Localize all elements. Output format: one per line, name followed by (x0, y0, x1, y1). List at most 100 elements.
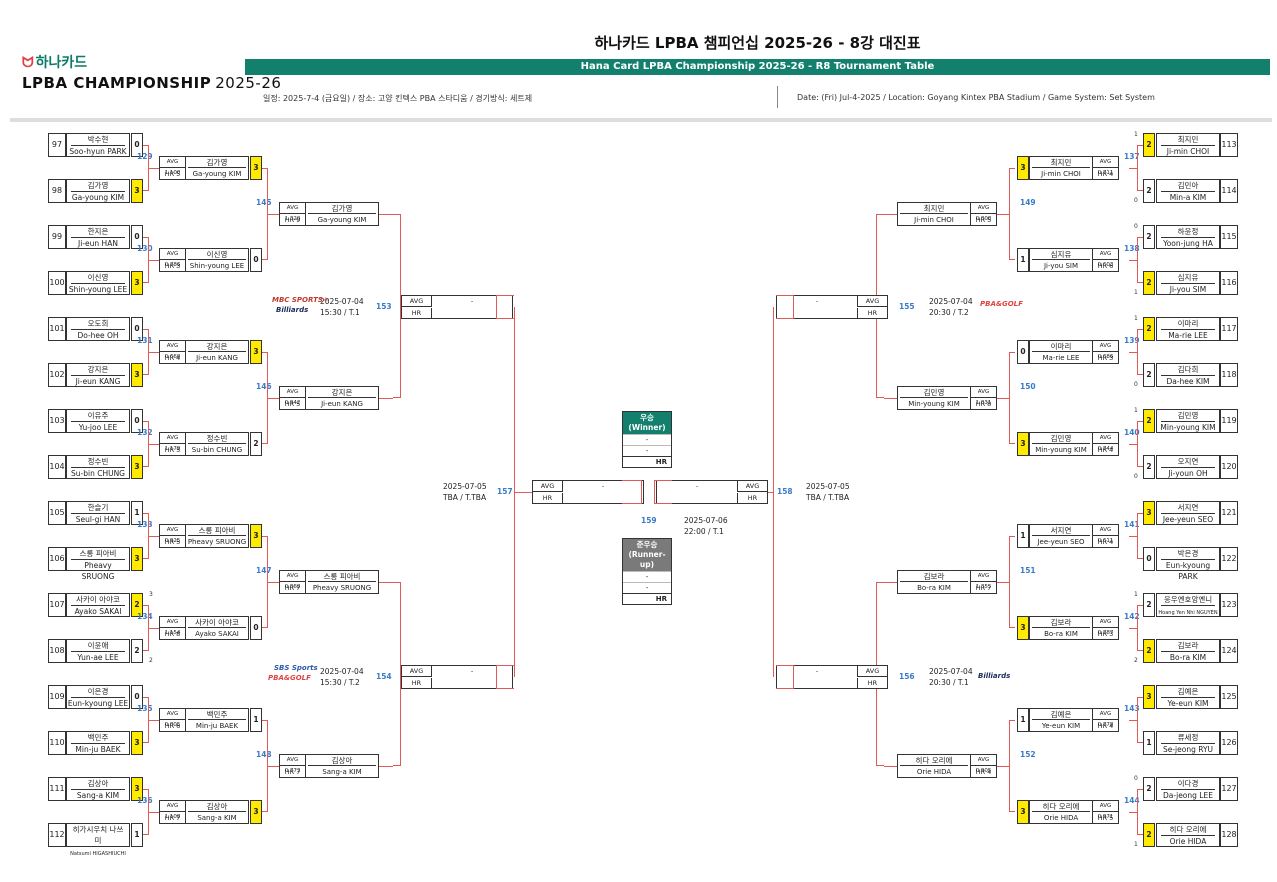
match-number: 158 (777, 487, 793, 496)
match-number: 140 (1124, 428, 1140, 437)
match-number: 149 (1020, 198, 1036, 207)
player-name-korean: 오지연 (1161, 456, 1215, 468)
player-seed: 118 (1220, 363, 1238, 387)
player-seed: 106 (48, 547, 66, 571)
bracket-wire (776, 295, 794, 319)
player-name-english: Jee-yeun SEO (1162, 515, 1214, 524)
bracket-wire (149, 352, 159, 353)
winner-name-english: Pheavy SRUONG (312, 584, 372, 592)
match-number: 159 (641, 516, 657, 525)
average-value: AVG 0.744 (1092, 433, 1118, 452)
bracket-wire (1137, 789, 1143, 835)
bracket-wire (262, 168, 268, 260)
player-name-korean: 류세정 (1161, 732, 1215, 744)
bracket-wire (393, 582, 401, 766)
bracket-wire (1137, 329, 1143, 375)
side-score: 1 (1134, 315, 1138, 322)
broadcaster-billiards-tv: Billiards (978, 672, 1011, 680)
bracket-wire (884, 582, 897, 583)
player-name-korean: 하윤정 (1161, 226, 1215, 238)
bracket-wire (149, 168, 159, 169)
player-name-korean: 김보라 (1161, 640, 1215, 652)
bracket-wire (149, 260, 159, 261)
player-name-english: Yun-ae LEE (77, 653, 119, 662)
player-score: 2 (1143, 271, 1155, 295)
average-value: AVG 1.100 (160, 157, 186, 176)
player-seed: 97 (48, 133, 66, 157)
winner-name-english: Ji-min CHOI (1041, 170, 1081, 178)
match-number: 131 (137, 336, 153, 345)
round32-score: 0 (250, 616, 262, 640)
average-value: AVG 0.868 (280, 571, 306, 590)
match-number: 157 (497, 487, 513, 496)
side-score: 1 (1134, 131, 1138, 138)
player-name-korean: 박은경 (1161, 548, 1215, 560)
bracket-wire (143, 145, 149, 191)
player-seed: 127 (1220, 777, 1238, 801)
high-run-value: HR 3 (160, 260, 186, 272)
player-name-english: Seul-gi HAN (75, 515, 121, 524)
bracket-wire (1137, 697, 1143, 743)
player-score: 3 (131, 363, 143, 387)
player-name-korean: 히가시우치 나쓰미 (71, 825, 125, 847)
round32-score: 3 (1017, 800, 1029, 824)
match-number: 152 (1020, 750, 1036, 759)
player-score: 3 (1143, 501, 1155, 525)
broadcaster-billiards-tv: Billiards (276, 306, 309, 314)
average-value: - (601, 482, 605, 490)
avg-label: AVG (402, 296, 432, 307)
winner-name-korean: 스롱 피아비 (188, 525, 246, 536)
player-name-english: Ji-eun KANG (75, 377, 121, 386)
bracket-wire (1129, 536, 1137, 537)
avg-label: AVG (857, 666, 887, 677)
bracket-wire (143, 513, 149, 559)
average-value: AVG 0.942 (280, 387, 306, 406)
side-score: 0 (1134, 197, 1138, 204)
player-seed: 102 (48, 363, 66, 387)
broadcaster-mbc-billiards: MBC SPORTS+ (272, 296, 329, 304)
winner-name-english: Shin-young LEE (189, 262, 245, 270)
award-title: 준우승(Runner-up) (623, 539, 671, 571)
winner-name-english: Min-young KIM (908, 400, 960, 408)
player-name-korean: 김다희 (1161, 364, 1215, 376)
bracket-wire (1137, 145, 1143, 191)
player-seed: 128 (1220, 823, 1238, 847)
player-name-korean: 이신영 (71, 272, 125, 284)
player-name-english: Eun-kyoung LEE (67, 699, 129, 708)
winner-name-english: Su-bin CHUNG (191, 446, 243, 454)
average-value: AVG 1.320 (280, 203, 306, 222)
player-score: 0 (131, 685, 143, 709)
winner-name-korean: 스롱 피아비 (308, 571, 376, 582)
winner-name-korean: 백민주 (188, 709, 246, 720)
side-score: 1 (1134, 407, 1138, 414)
player-seed: 100 (48, 271, 66, 295)
high-run-value: HR 4 (1092, 536, 1118, 548)
winner-name-korean: 김예은 (1032, 709, 1090, 720)
player-name-korean: 이마리 (1161, 318, 1215, 330)
player-score: 0 (131, 133, 143, 157)
match-number: 148 (256, 750, 272, 759)
player-score: 2 (1143, 409, 1155, 433)
player-name-korean: 이유주 (71, 410, 125, 422)
high-run-value: HR 9 (280, 214, 306, 226)
high-run-value: HR 6 (160, 720, 186, 732)
winner-name-korean: 김가영 (188, 157, 246, 168)
player-name-english: Shin-young LEE (68, 285, 128, 294)
match-number: 138 (1124, 244, 1140, 253)
player-seed: 107 (48, 593, 66, 617)
avg-label: AVG (857, 296, 887, 307)
player-score: 2 (1143, 455, 1155, 479)
average-value: - (815, 667, 819, 675)
bracket-wire (1129, 444, 1137, 445)
high-run-value: HR 5 (970, 214, 996, 226)
bracket-wire (149, 628, 159, 629)
player-seed: 99 (48, 225, 66, 249)
